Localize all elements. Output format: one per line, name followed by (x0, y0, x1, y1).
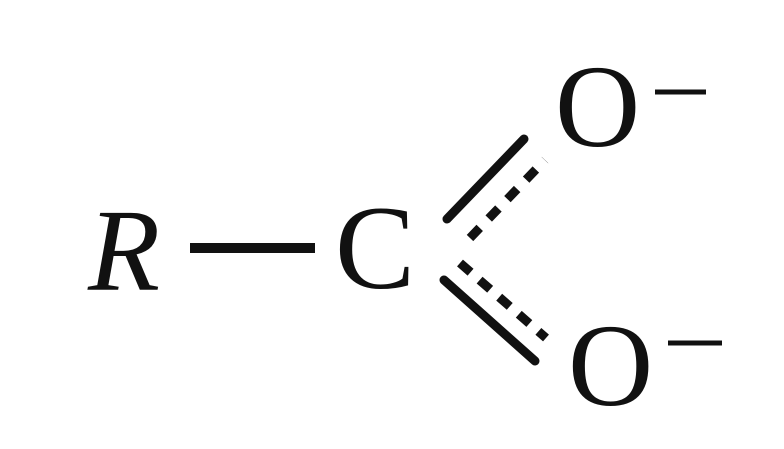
r-group-label: R (88, 185, 161, 316)
oxygen-bottom-symbol: O (568, 300, 654, 431)
oxygen-top-symbol: O (555, 41, 641, 172)
oxygen-top-label: O (555, 48, 640, 166)
carbon-atom-label: C (335, 181, 416, 314)
c-o-top-solid-bond (442, 134, 529, 224)
c-o-bottom-solid-bond (439, 275, 540, 366)
c-o-bottom-dashed-bond (457, 259, 549, 342)
c-o-top-dashed-bond (466, 156, 549, 242)
oxygen-bottom-label: O (568, 307, 653, 425)
